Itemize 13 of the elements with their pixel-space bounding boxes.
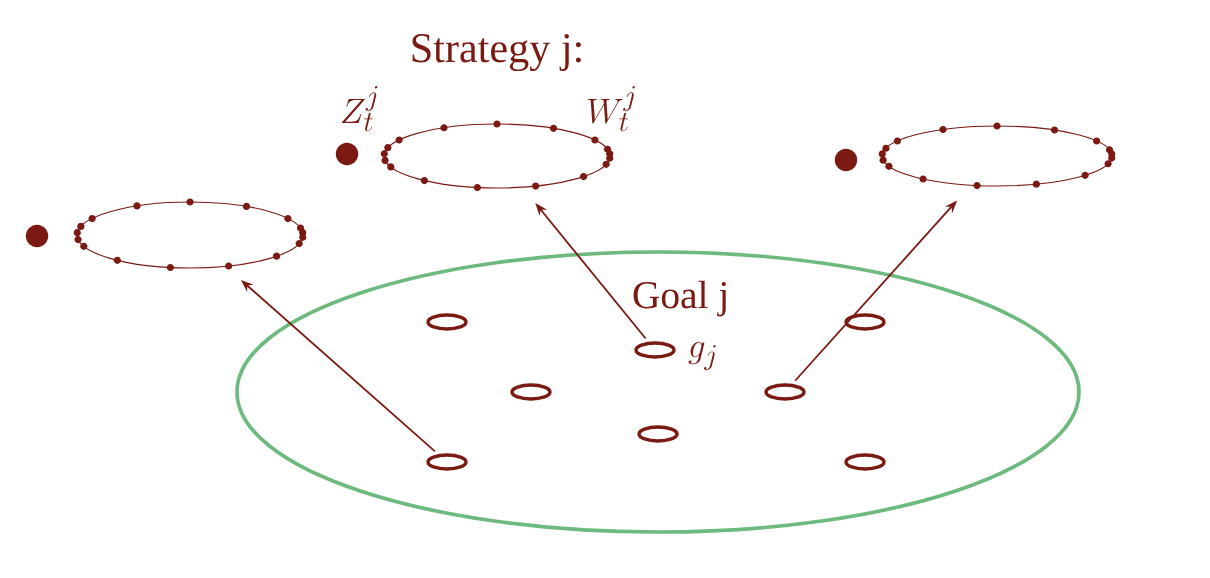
strategy-title: Strategy j: bbox=[412, 34, 581, 72]
goal-ring bbox=[637, 425, 679, 443]
variable-label: $W_t^j$ bbox=[588, 86, 635, 132]
goal-ring bbox=[426, 453, 468, 471]
variable-label: $Z_t^j$ bbox=[341, 86, 378, 132]
goal-ring bbox=[510, 383, 552, 401]
goal-ring bbox=[426, 313, 468, 331]
region-ellipse bbox=[235, 250, 1081, 534]
goal-ring bbox=[844, 453, 886, 471]
variable-label: $g_j$ bbox=[688, 341, 716, 371]
goal-label: Goal j bbox=[633, 280, 726, 317]
goal-ring bbox=[764, 383, 806, 401]
goal-ring bbox=[844, 313, 886, 331]
